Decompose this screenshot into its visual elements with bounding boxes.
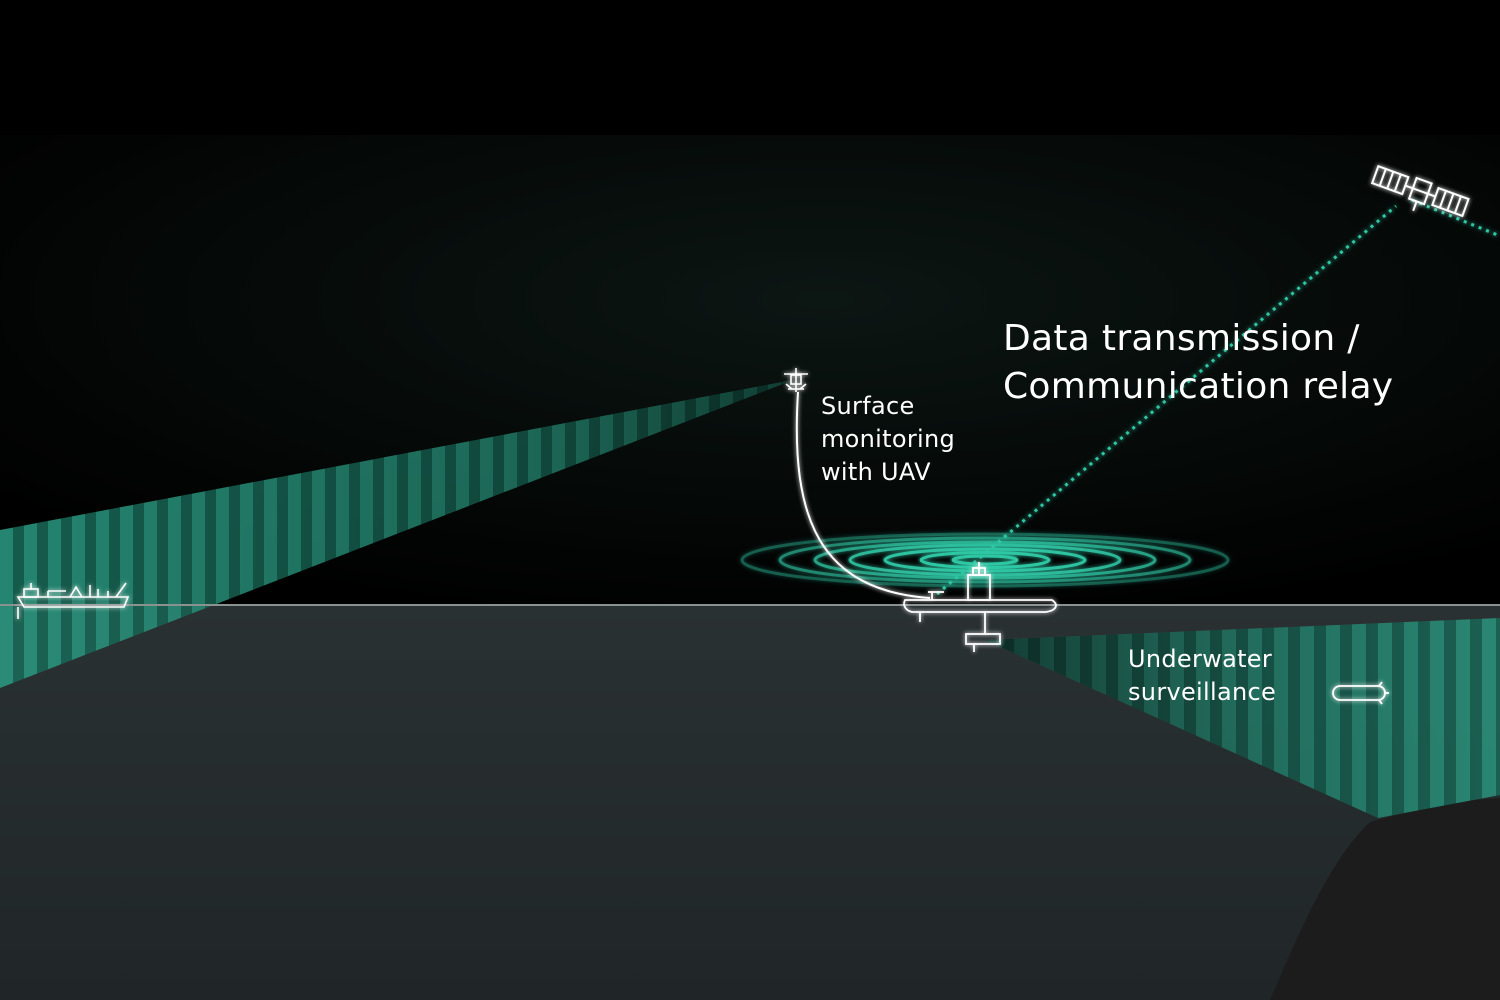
top-black-band — [0, 0, 1500, 135]
uav-tether-line — [795, 391, 931, 599]
uav-icon — [784, 368, 808, 392]
underwater-sonar-beam — [985, 618, 1500, 818]
auv-icon — [1332, 681, 1389, 705]
uav-sensor-beam — [0, 380, 793, 688]
ship-icon — [16, 582, 130, 619]
satellite-icon — [1370, 164, 1470, 218]
seabed — [1270, 798, 1500, 1000]
surface-monitoring-label: Surface monitoring with UAV — [821, 392, 956, 486]
data-transmission-label: Data transmission / Communication relay — [1003, 318, 1394, 407]
underwater-surveillance-label: Underwater surveillance — [1128, 645, 1277, 706]
usv-icon — [903, 562, 1057, 652]
